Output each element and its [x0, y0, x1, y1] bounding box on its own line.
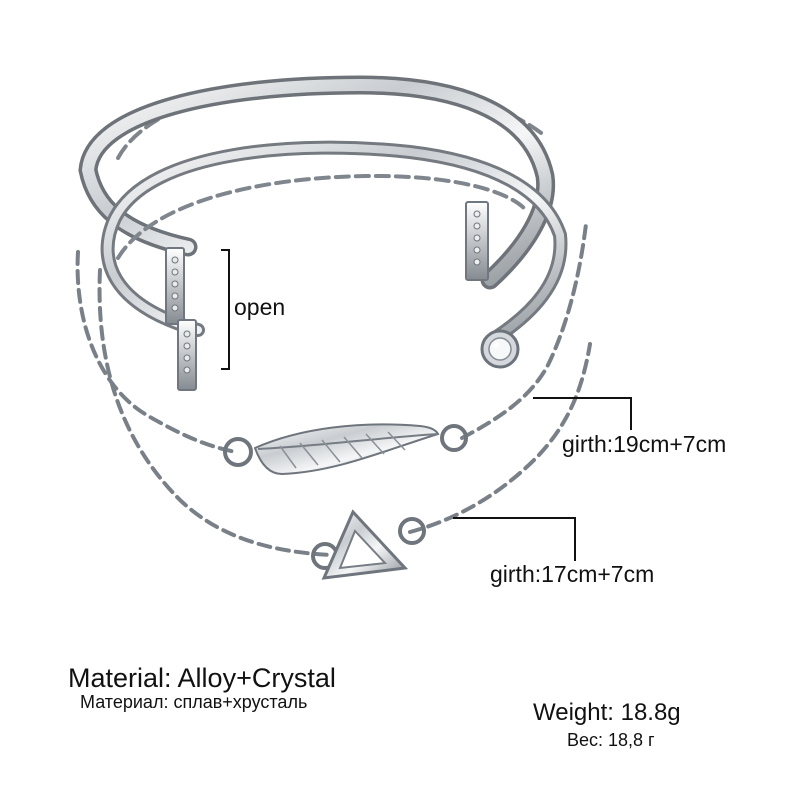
open-callout-line [221, 249, 230, 370]
girth-17-callout-line [453, 517, 576, 561]
cuff-bangle-outer [78, 75, 556, 290]
weight-label-english: Weight: 18.8g [533, 699, 681, 726]
crystal-bar-right [465, 201, 489, 281]
open-label: open [234, 294, 286, 320]
triangle-chain [97, 268, 592, 557]
material-label-russian: Материал: сплав+хрусталь [80, 692, 308, 712]
crystal-end-stone [480, 329, 520, 369]
middle-chain [116, 173, 528, 260]
crystal-bar-left [165, 247, 197, 391]
triangle-charm [311, 509, 426, 580]
callout-lines [221, 249, 632, 561]
material-label-english: Material: Alloy+Crystal [68, 663, 336, 693]
feather-chain [75, 222, 588, 454]
weight-label-russian: Вес: 18,8 г [567, 730, 655, 750]
girth-label-small: girth:17cm+7cm [490, 561, 655, 587]
cuff-bangle-inner [100, 140, 568, 345]
feather-charm [223, 423, 468, 476]
girth-label-large: girth:19cm+7cm [562, 431, 727, 457]
girth-19-callout-line [533, 397, 632, 430]
